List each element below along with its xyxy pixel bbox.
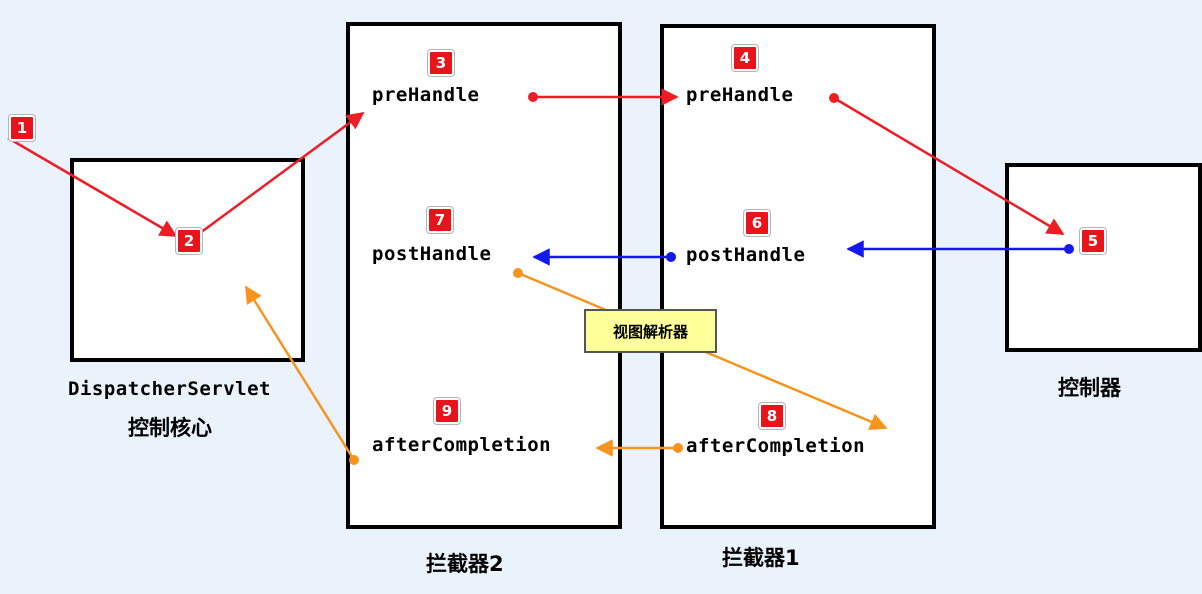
interceptor1-posthandle-label: postHandle: [686, 244, 806, 266]
interceptor2-aftercompletion-label: afterCompletion: [372, 434, 552, 456]
step-badge-4: 4: [732, 45, 758, 71]
interceptor1-aftercompletion-label: afterCompletion: [686, 435, 866, 457]
interceptor2-prehandle-label: preHandle: [372, 84, 480, 106]
step-badge-6: 6: [744, 210, 770, 236]
dispatcher-servlet-title: DispatcherServlet: [68, 378, 271, 400]
step-badge-3: 3: [428, 50, 454, 76]
interceptor2-caption: 拦截器2: [426, 552, 504, 576]
step-badge-5: 5: [1080, 228, 1106, 254]
arrow-4-to-5: [833, 96, 1065, 236]
step-badge-8: 8: [759, 403, 785, 429]
arrow-1-to-2: [7, 136, 178, 238]
controller-box: [1005, 163, 1202, 352]
view-resolver-box: 视图解析器: [584, 309, 717, 353]
dispatcher-servlet-box: [70, 158, 305, 362]
step-badge-2: 2: [176, 228, 202, 254]
arrow-9-to-dispatcher: [244, 285, 356, 461]
interceptor1-box: [660, 24, 936, 529]
interceptor2-box: [346, 22, 622, 529]
interceptor1-caption: 拦截器1: [722, 546, 800, 570]
interceptor1-prehandle-label: preHandle: [686, 84, 794, 106]
step-badge-9: 9: [434, 398, 460, 424]
interceptor2-posthandle-label: postHandle: [372, 243, 492, 265]
step-badge-7: 7: [427, 207, 453, 233]
controller-caption: 控制器: [1058, 376, 1121, 400]
dispatcher-core-caption: 控制核心: [128, 416, 212, 440]
arrow-2-to-3: [199, 111, 365, 235]
step-badge-1: 1: [9, 115, 35, 141]
